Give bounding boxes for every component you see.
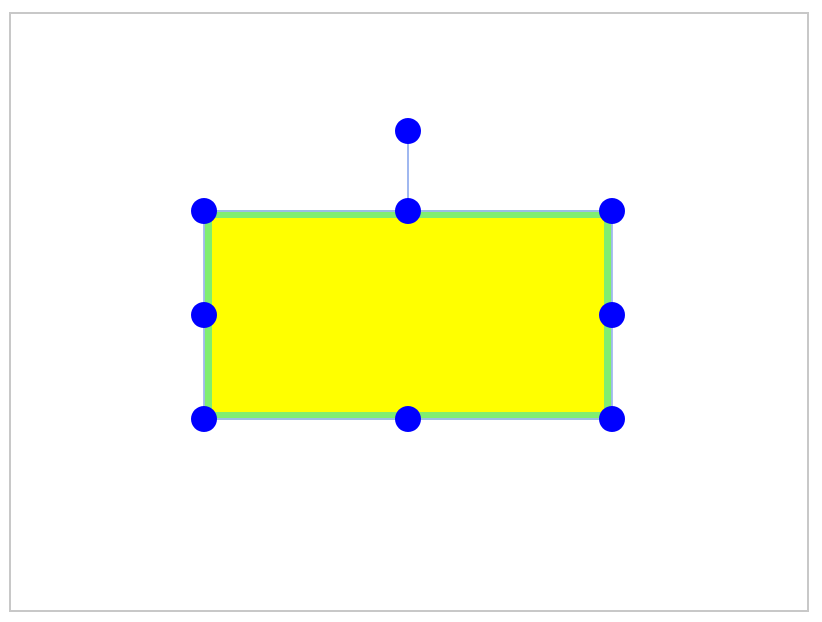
resize-handle-top-center[interactable] bbox=[395, 198, 421, 224]
resize-handle-top-right[interactable] bbox=[599, 198, 625, 224]
resize-handle-middle-right[interactable] bbox=[599, 302, 625, 328]
resize-handle-top-left[interactable] bbox=[191, 198, 217, 224]
resize-handle-bottom-center[interactable] bbox=[395, 406, 421, 432]
selected-rectangle[interactable] bbox=[204, 210, 612, 420]
resize-handle-bottom-right[interactable] bbox=[599, 406, 625, 432]
resize-handle-middle-left[interactable] bbox=[191, 302, 217, 328]
resize-handle-bottom-left[interactable] bbox=[191, 406, 217, 432]
rotate-handle[interactable] bbox=[395, 118, 421, 144]
